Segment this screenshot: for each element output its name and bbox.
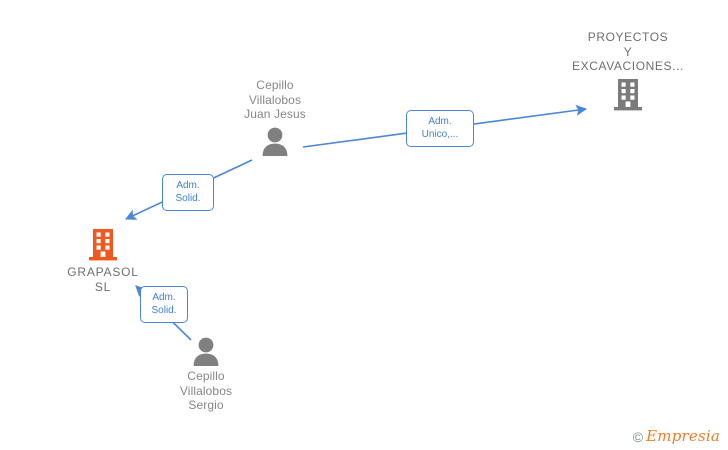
node-person-juan-jesus-label: Cepillo Villalobos Juan Jesus — [244, 78, 306, 121]
edge-label-adm-solid-juan-jesus[interactable]: Adm. Solid. — [162, 174, 214, 211]
node-company-proyectos[interactable]: PROYECTOS Y EXCAVACIONES... — [548, 30, 708, 112]
node-person-sergio[interactable]: Cepillo Villalobos Sergio — [126, 336, 286, 413]
person-icon — [189, 336, 223, 366]
brand-name: Empresia — [646, 427, 720, 445]
edge-label-adm-solid-sergio[interactable]: Adm. Solid. — [140, 286, 188, 323]
node-company-grapasol[interactable]: GRAPASOL SL — [23, 228, 183, 294]
copyright-icon: © — [632, 428, 644, 445]
building-icon — [87, 228, 119, 262]
node-person-juan-jesus[interactable]: Cepillo Villalobos Juan Jesus — [195, 78, 355, 156]
node-company-grapasol-label: GRAPASOL SL — [67, 265, 139, 294]
watermark: © Empresia — [633, 429, 720, 444]
edge-label-adm-unico[interactable]: Adm. Unico,... — [406, 110, 474, 147]
building-icon — [612, 78, 644, 112]
node-person-sergio-label: Cepillo Villalobos Sergio — [179, 369, 233, 412]
node-company-proyectos-label: PROYECTOS Y EXCAVACIONES... — [572, 30, 684, 73]
person-icon — [258, 126, 292, 156]
